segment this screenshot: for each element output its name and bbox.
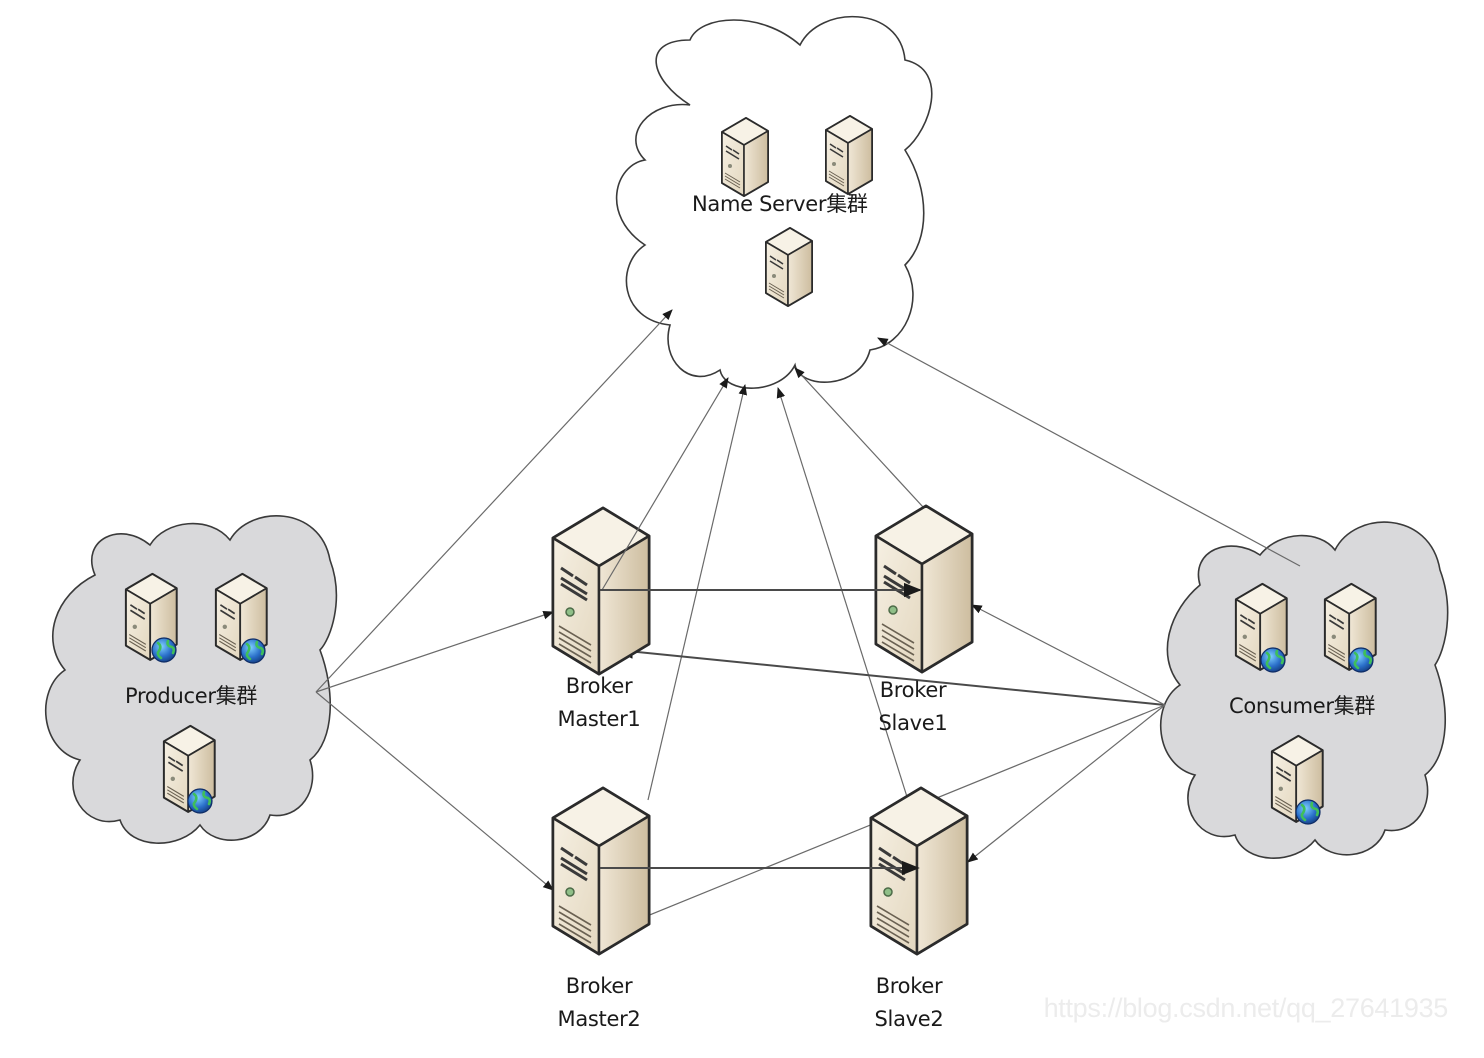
connection-producer-to-master1 [315, 611, 555, 693]
name-server-cloud [615, 15, 933, 389]
connection-producer-to-master2 [315, 691, 554, 891]
broker-master1-label: Broker Master1 [556, 670, 642, 736]
name-server-3 [765, 227, 813, 307]
connection-consumer-to-master1 [615, 644, 1166, 706]
broker-master2-label: Broker Master2 [556, 970, 642, 1036]
broker-slave1-line1: Broker [879, 678, 947, 702]
producer-cluster-label: Producer集群 [125, 684, 258, 708]
name-server-1 [721, 117, 769, 197]
connection-consumer-to-name_server [877, 337, 1301, 567]
globe-icon [1294, 798, 1322, 826]
connection-slave1-to-name_server [794, 367, 936, 521]
globe-icon [1259, 646, 1287, 674]
globe-icon [186, 787, 214, 815]
connection-slave2-to-name_server [776, 386, 909, 801]
broker-master1-line1: Broker [565, 674, 633, 698]
broker-master2-server [551, 786, 651, 956]
consumer-cluster-label: Consumer集群 [1229, 694, 1376, 718]
broker-slave1-label: Broker Slave1 [870, 674, 956, 740]
broker-slave1-line2: Slave1 [878, 711, 948, 735]
connection-producer-to-name_server [315, 309, 673, 693]
connection-consumer-to-slave2 [967, 704, 1166, 863]
connections [315, 309, 1301, 926]
broker-slave2-label: Broker Slave2 [866, 970, 952, 1036]
broker-master2-line2: Master2 [557, 1007, 641, 1031]
connection-master2-to-name_server [647, 383, 747, 801]
broker-slave2-line1: Broker [875, 974, 943, 998]
globe-icon [239, 637, 267, 665]
broker-master2-line1: Broker [565, 974, 633, 998]
globe-icon [150, 636, 178, 664]
watermark: https://blog.csdn.net/qq_27641935 [1043, 993, 1449, 1023]
broker-master1-line2: Master1 [557, 707, 641, 731]
broker-slave2-line2: Slave2 [874, 1007, 944, 1031]
broker-slave2-server [869, 786, 969, 956]
name-server-cluster-label: Name Server集群 [692, 192, 868, 216]
replication-connections [600, 377, 922, 876]
globe-icon [1347, 646, 1375, 674]
connection-consumer-to-slave1 [971, 604, 1166, 706]
name-server-2 [825, 115, 873, 195]
connection-master1-to-name_server [601, 377, 729, 591]
